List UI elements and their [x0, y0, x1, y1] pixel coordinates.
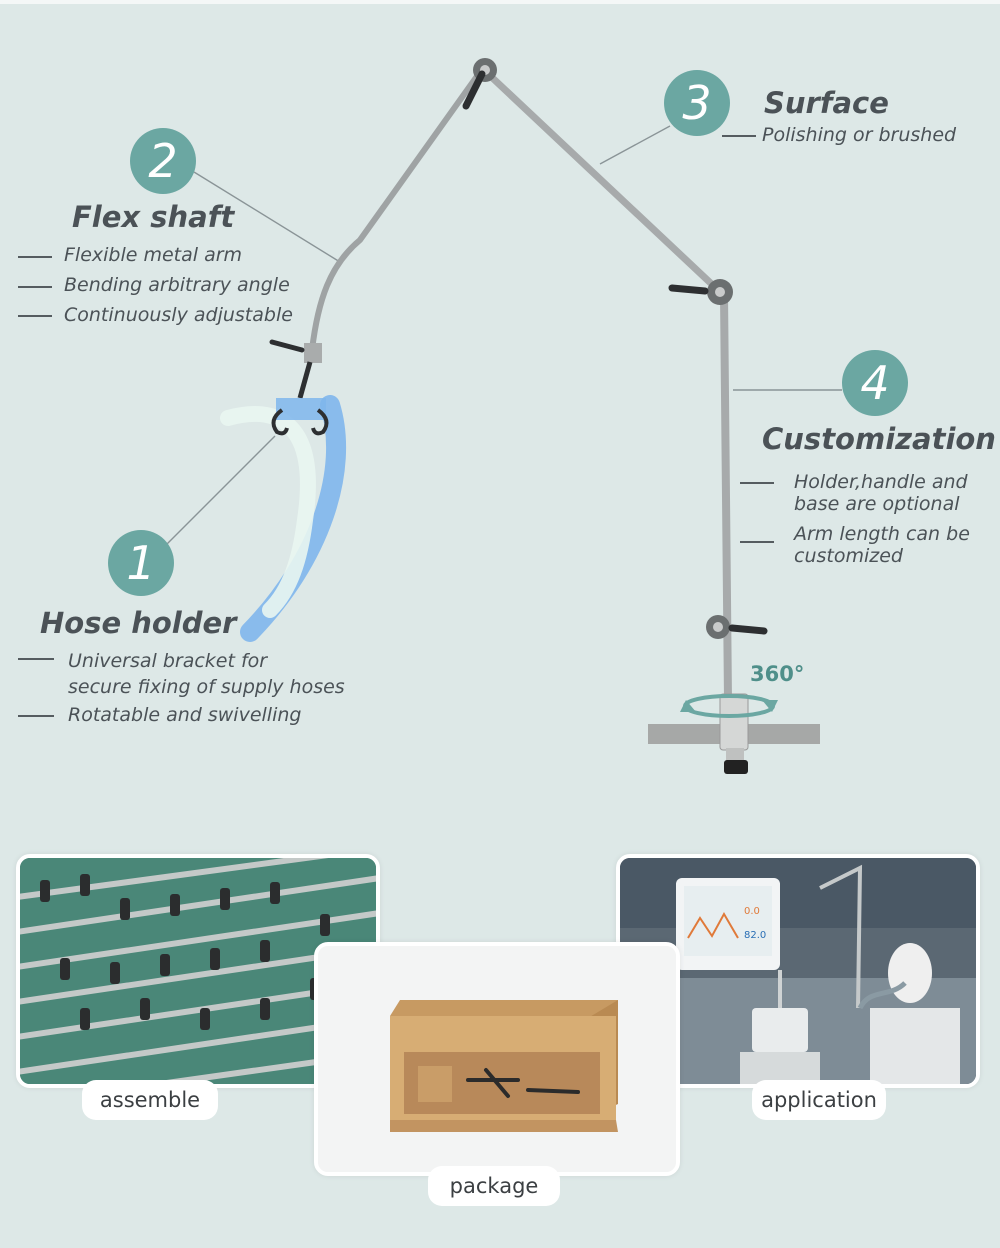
feature-2-title: Flex shaft: [72, 200, 235, 234]
upper-arm: [480, 66, 722, 294]
feature-4-title: Customization: [762, 422, 996, 456]
dash: [740, 541, 774, 543]
dash: [740, 482, 774, 484]
dash: [18, 658, 54, 660]
leader-line-1: [165, 435, 276, 546]
package-label: package: [428, 1166, 560, 1206]
feature-1-bullet: Rotatable and swivelling: [68, 704, 302, 726]
feature-4-number: 4: [842, 350, 908, 416]
dash: [18, 315, 52, 317]
middle-handle: [668, 284, 709, 295]
feature-4-bullet: Holder,handle and base are optional: [794, 471, 968, 515]
feature-1-number: 1: [108, 530, 174, 596]
feature-3-number: 3: [664, 70, 730, 136]
application-label: application: [752, 1080, 886, 1120]
lower-handle: [728, 624, 768, 635]
arm-diagram: [165, 58, 842, 774]
rotation-label: 360°: [750, 662, 805, 686]
package-photo: [314, 942, 680, 1176]
assemble-label: assemble: [82, 1080, 218, 1120]
flex-shaft: [309, 69, 483, 353]
feature-2-bullet: Bending arbitrary angle: [64, 274, 290, 296]
feature-1-title: Hose holder: [40, 606, 237, 640]
monitor-value-top: 0.0: [744, 906, 760, 917]
top-divider: [0, 0, 1000, 4]
clamp-knob: [724, 760, 748, 774]
base-clamp: [719, 693, 749, 751]
feature-1-bullet: Universal bracket for secure fixing of s…: [68, 650, 345, 698]
vertical-arm: [720, 290, 732, 704]
dash: [18, 286, 52, 288]
feature-3-bullet: Polishing or brushed: [762, 124, 957, 146]
dash: [18, 715, 54, 717]
feature-2-bullet: Flexible metal arm: [64, 244, 243, 266]
dash: [18, 256, 52, 258]
clear-hose: [220, 406, 316, 618]
feature-4-bullet: Arm length can be customized: [794, 523, 970, 567]
leader-line-3: [599, 125, 671, 165]
holder-clamp: [304, 343, 322, 363]
top-handle: [462, 70, 486, 110]
feature-2-number: 2: [130, 128, 196, 194]
dash: [722, 135, 756, 137]
leader-line-2: [193, 171, 341, 263]
monitor-value-bottom: 82.0: [744, 930, 766, 941]
feature-2-bullet: Continuously adjustable: [64, 304, 293, 326]
feature-3-title: Surface: [764, 86, 889, 120]
holder-bracket: [276, 398, 326, 420]
